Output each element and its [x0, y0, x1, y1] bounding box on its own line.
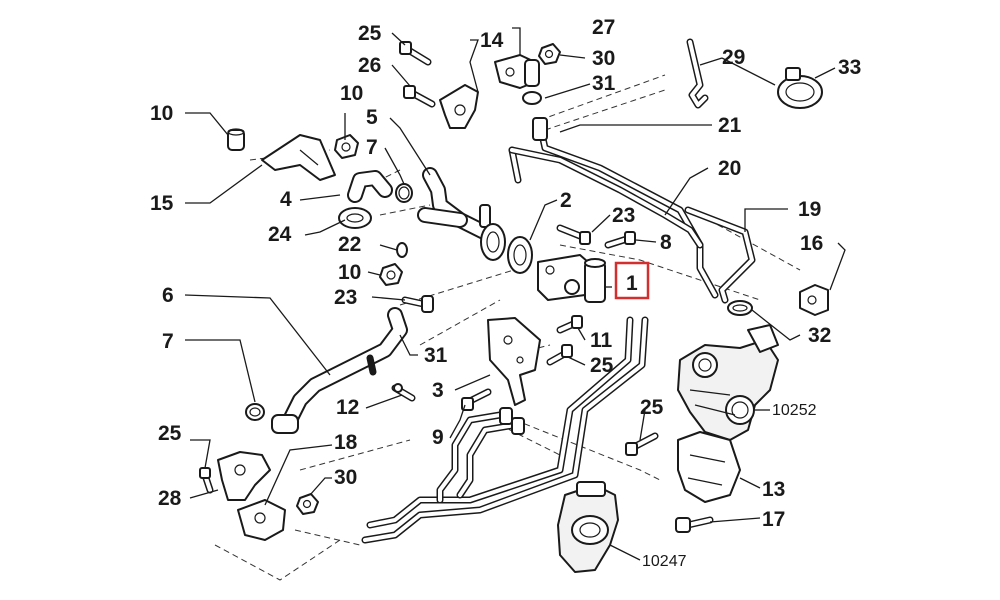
- callout-33: 33: [838, 56, 861, 79]
- part-10a-nut-icon: [227, 128, 245, 151]
- oil-pipes-lower: [361, 316, 649, 544]
- part-9-bolt-icon: [461, 388, 492, 411]
- part-3-bracket: [487, 317, 541, 406]
- callout-25: 25: [640, 396, 664, 419]
- part-11-bolt-icon: [556, 315, 583, 334]
- callout-17: 17: [762, 508, 785, 531]
- callout-20: 20: [718, 157, 741, 180]
- callout-21: 21: [718, 114, 742, 137]
- callout-19: 19: [798, 198, 821, 221]
- part-1-highlight-box: [614, 261, 650, 300]
- callout-30: 30: [592, 47, 615, 70]
- part-13-heat-shield: [677, 431, 741, 503]
- callout-10: 10: [338, 261, 361, 284]
- part-29-bent-pipe: [686, 38, 709, 109]
- callout-26: 26: [358, 54, 381, 77]
- callout-7: 7: [162, 330, 174, 353]
- part-25a-bolt-icon: [399, 41, 432, 66]
- part-24-gasket: [338, 207, 372, 229]
- callout-12: 12: [336, 396, 359, 419]
- callout-9: 9: [432, 426, 444, 449]
- callout-29: 29: [722, 46, 745, 69]
- part-25b-bolt-icon: [546, 344, 573, 366]
- part-7a-o-ring-icon: [395, 183, 413, 203]
- callout-10: 10: [340, 82, 363, 105]
- part-26-bolt-icon: [403, 85, 436, 108]
- part-23a-bolt-icon: [556, 224, 591, 245]
- callout-10247: 10247: [642, 553, 687, 570]
- callout-23: 23: [334, 286, 357, 309]
- callout-27: 27: [592, 16, 615, 39]
- part-25d-bolt-icon: [199, 467, 214, 494]
- part-15-heat-shield: [261, 134, 336, 181]
- callout-16: 16: [800, 232, 823, 255]
- part-12-banjo-bolt-icon: [391, 383, 416, 402]
- callout-14: 14: [480, 29, 504, 52]
- part-10b-nut-icon: [334, 134, 359, 159]
- turbocharger-10252: [677, 324, 779, 441]
- callout-22: 22: [338, 233, 361, 256]
- callout-4: 4: [280, 188, 292, 211]
- part-20-pipe: [508, 146, 704, 249]
- part-23b-bolt-icon: [401, 295, 434, 313]
- part-28-fitting: [217, 451, 271, 501]
- callout-30: 30: [334, 466, 357, 489]
- part-18-valve: [237, 499, 286, 541]
- assembly-10247-elbow: [557, 481, 619, 573]
- part-14-bracket: [439, 84, 479, 129]
- callout-18: 18: [334, 431, 358, 454]
- callout-25: 25: [590, 354, 614, 377]
- part-33-hose-clamp-icon: [777, 67, 823, 109]
- callout-15: 15: [150, 192, 174, 215]
- part-22-seal-o-ring-icon: [396, 242, 408, 258]
- callout-25: 25: [358, 22, 382, 45]
- part-30b-nut-icon: [296, 493, 319, 515]
- callout-10: 10: [150, 102, 173, 125]
- leader-lines: [184, 27, 846, 561]
- part-16-connector: [799, 284, 829, 316]
- callout-6: 6: [162, 284, 174, 307]
- callout-25: 25: [158, 422, 182, 445]
- part-6-oil-hose: [271, 307, 408, 434]
- part-8-bolt-icon: [604, 231, 636, 249]
- callout-2: 2: [560, 189, 572, 212]
- part-25c-bolt-icon: [625, 432, 659, 456]
- callout-1: 1: [626, 272, 638, 295]
- callout-labels: 25 14 27 30 29 33 26 31 10 10 5 21 15 7 …: [150, 16, 861, 531]
- callout-23: 23: [612, 204, 635, 227]
- part-1-valve-body: [537, 254, 606, 303]
- part-31a-seal-icon: [522, 91, 542, 105]
- callout-32: 32: [808, 324, 831, 347]
- callout-24: 24: [268, 223, 292, 246]
- part-30a-nut-icon: [538, 43, 561, 65]
- part-27-valve-fitting: [494, 54, 540, 89]
- callout-13: 13: [762, 478, 785, 501]
- part-7b-o-ring-icon: [245, 403, 265, 421]
- callout-31: 31: [592, 72, 616, 95]
- callout-5: 5: [366, 106, 378, 129]
- callout-7: 7: [366, 136, 378, 159]
- callout-3: 3: [432, 379, 444, 402]
- callout-11: 11: [590, 329, 613, 352]
- callout-10252: 10252: [772, 402, 817, 419]
- part-5-egr-pipe: [417, 167, 506, 261]
- callout-31: 31: [424, 344, 448, 367]
- callout-8: 8: [660, 231, 672, 254]
- callout-28: 28: [158, 487, 182, 510]
- part-19-pipe: [684, 206, 756, 304]
- part-32-clamp-icon: [727, 300, 753, 316]
- part-21-pipe: [508, 117, 719, 299]
- part-17-bolt-icon: [675, 516, 714, 533]
- part-10c-nut-icon: [379, 263, 403, 286]
- part-4-elbow: [347, 170, 393, 203]
- part-2-gasket: [507, 236, 533, 274]
